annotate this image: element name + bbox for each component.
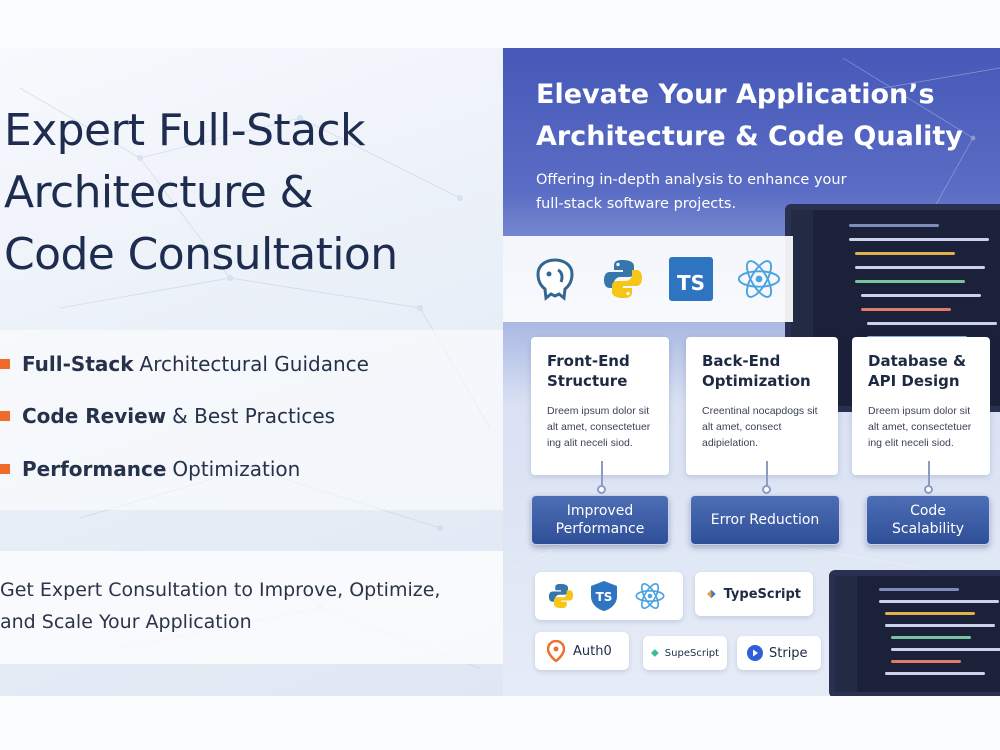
outcome-improved-performance: Improved Performance [531,495,669,545]
feature-text: & Best Practices [172,404,336,428]
feature-text: Architectural Guidance [139,352,369,376]
card-body: Dreem ipsum dolor sit alt amet, consecte… [547,405,651,449]
postgresql-icon [531,255,579,303]
chip-label: TypeScript [723,586,801,602]
ts-badge: TS [669,257,713,301]
typescript-diamond-icon [707,589,716,599]
feature-bold: Full-Stack [22,352,134,376]
python-icon [599,255,647,303]
chip-stripe: Stripe [737,636,821,670]
connector-line [766,461,768,491]
chip-stack-logos: TS [535,572,683,620]
card-back-end: Back-End Optimization Creentinal nocapdo… [686,337,838,475]
typescript-shield-icon: TS [591,581,617,611]
chip-auth0: Auth0 [535,632,629,670]
chip-typescript: TypeScript [695,572,813,616]
headline-line-3: Code Consultation [4,229,398,280]
bullet-icon [0,411,10,421]
outcome-code-scalability: Code Scalability [866,495,990,545]
connector-dot [597,485,606,494]
svg-text:TS: TS [596,590,613,604]
right-title-line-2: Architecture & Code Quality [536,121,963,152]
feature-item-code-review: Code Review & Best Practices [0,401,335,431]
play-circle-icon [747,645,763,661]
cta-band [0,551,503,664]
connector-dot [762,485,771,494]
chip-label: SupeScript [664,647,719,659]
feature-band [0,330,503,510]
cta-text: Get Expert Consultation to Improve, Opti… [0,574,480,638]
outcome-error-reduction: Error Reduction [690,495,840,545]
react-icon [735,255,783,303]
feature-text: Optimization [172,457,301,481]
chip-label: Auth0 [573,643,612,659]
card-title: Database & API Design [868,352,967,390]
editor-sidebar [835,576,857,692]
right-subtitle: Offering in-depth analysis to enhance yo… [536,172,847,212]
feature-item-performance: Performance Optimization [0,454,300,484]
left-panel: Expert Full-Stack Architecture & Code Co… [0,48,503,696]
feature-bold: Code Review [22,404,167,428]
card-title: Back-End Optimization [702,352,811,390]
tech-logo-strip: TS [503,236,793,322]
python-icon [548,583,574,609]
bullet-icon [0,464,10,474]
supescript-icon [651,649,659,657]
location-pin-icon [547,640,565,662]
cta-line-2: and Scale Your Application [0,611,252,633]
headline-line-2: Architecture & [4,167,314,218]
connector-line [928,461,930,491]
card-front-end: Front-End Structure Dreem ipsum dolor si… [531,337,669,475]
card-body: Dreem ipsum dolor sit alt amet, consecte… [868,405,972,449]
card-body: Creentinal nocapdogs sit alt amet, conse… [702,405,818,449]
typescript-icon: TS [667,255,715,303]
code-monitor-bottom [829,570,1000,696]
chip-supescript: SupeScript [643,636,727,670]
main-headline: Expert Full-Stack Architecture & Code Co… [4,100,474,286]
card-title: Front-End Structure [547,352,630,390]
right-title-line-1: Elevate Your Application’s [536,79,935,110]
card-database-api: Database & API Design Dreem ipsum dolor … [852,337,990,475]
connector-dot [924,485,933,494]
right-title: Elevate Your Application’s Architecture … [536,74,976,158]
feature-item-architecture: Full-Stack Architectural Guidance [0,349,369,379]
bullet-icon [0,359,10,369]
chip-label: Stripe [769,645,808,661]
cta-line-1: Get Expert Consultation to Improve, Opti… [0,579,441,601]
headline-line-1: Expert Full-Stack [4,105,366,156]
connector-line [601,461,603,491]
react-icon [635,583,665,609]
right-panel: Elevate Your Application’s Architecture … [503,48,1000,696]
feature-bold: Performance [22,457,167,481]
